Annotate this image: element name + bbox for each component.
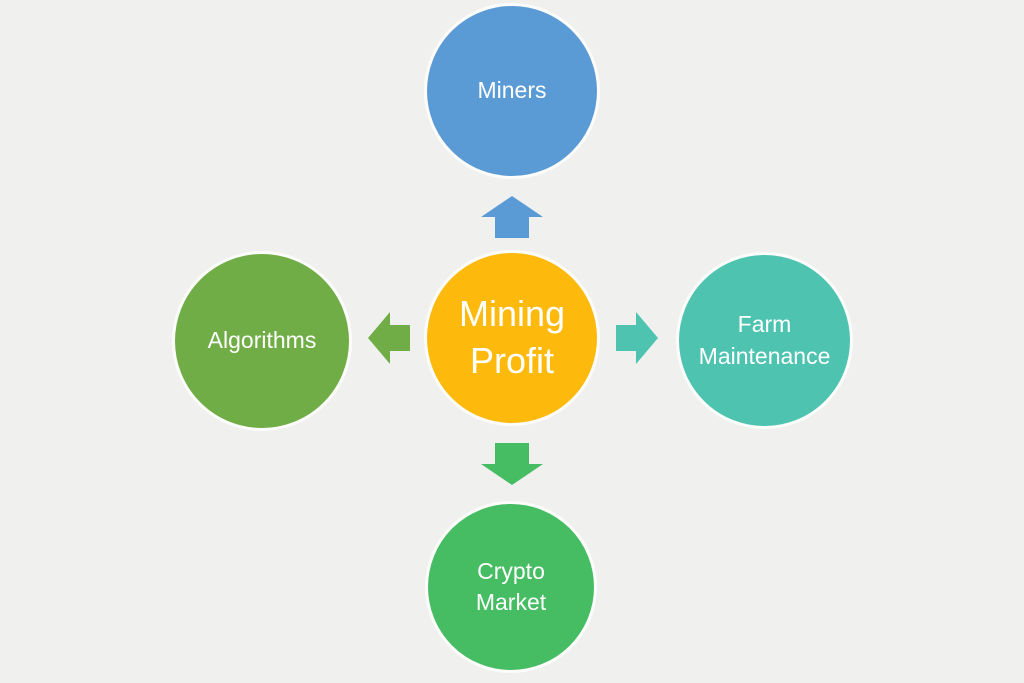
arrow-up-shape [481, 196, 543, 238]
center-node-label: Mining Profit [458, 293, 566, 381]
node-miners: Miners [424, 3, 600, 179]
arrow-right-icon [616, 312, 658, 364]
node-crypto-market-label: Crypto Market [475, 557, 547, 615]
node-miners-label: Miners [477, 77, 547, 104]
node-farm-maintenance-label: Farm Maintenance [698, 311, 831, 369]
arrow-down-shape [481, 443, 543, 485]
node-farm-maintenance: Farm Maintenance [676, 252, 853, 429]
node-algorithms-label: Algorithms [207, 327, 317, 354]
center-node-mining-profit: Mining Profit [424, 250, 600, 426]
node-algorithms: Algorithms [172, 251, 352, 431]
arrow-up-icon [481, 196, 543, 238]
node-crypto-market: Crypto Market [425, 501, 597, 673]
arrow-left-icon [368, 312, 410, 364]
arrow-right-shape [616, 312, 658, 364]
arrow-left-shape [368, 312, 410, 364]
arrow-down-icon [481, 443, 543, 485]
